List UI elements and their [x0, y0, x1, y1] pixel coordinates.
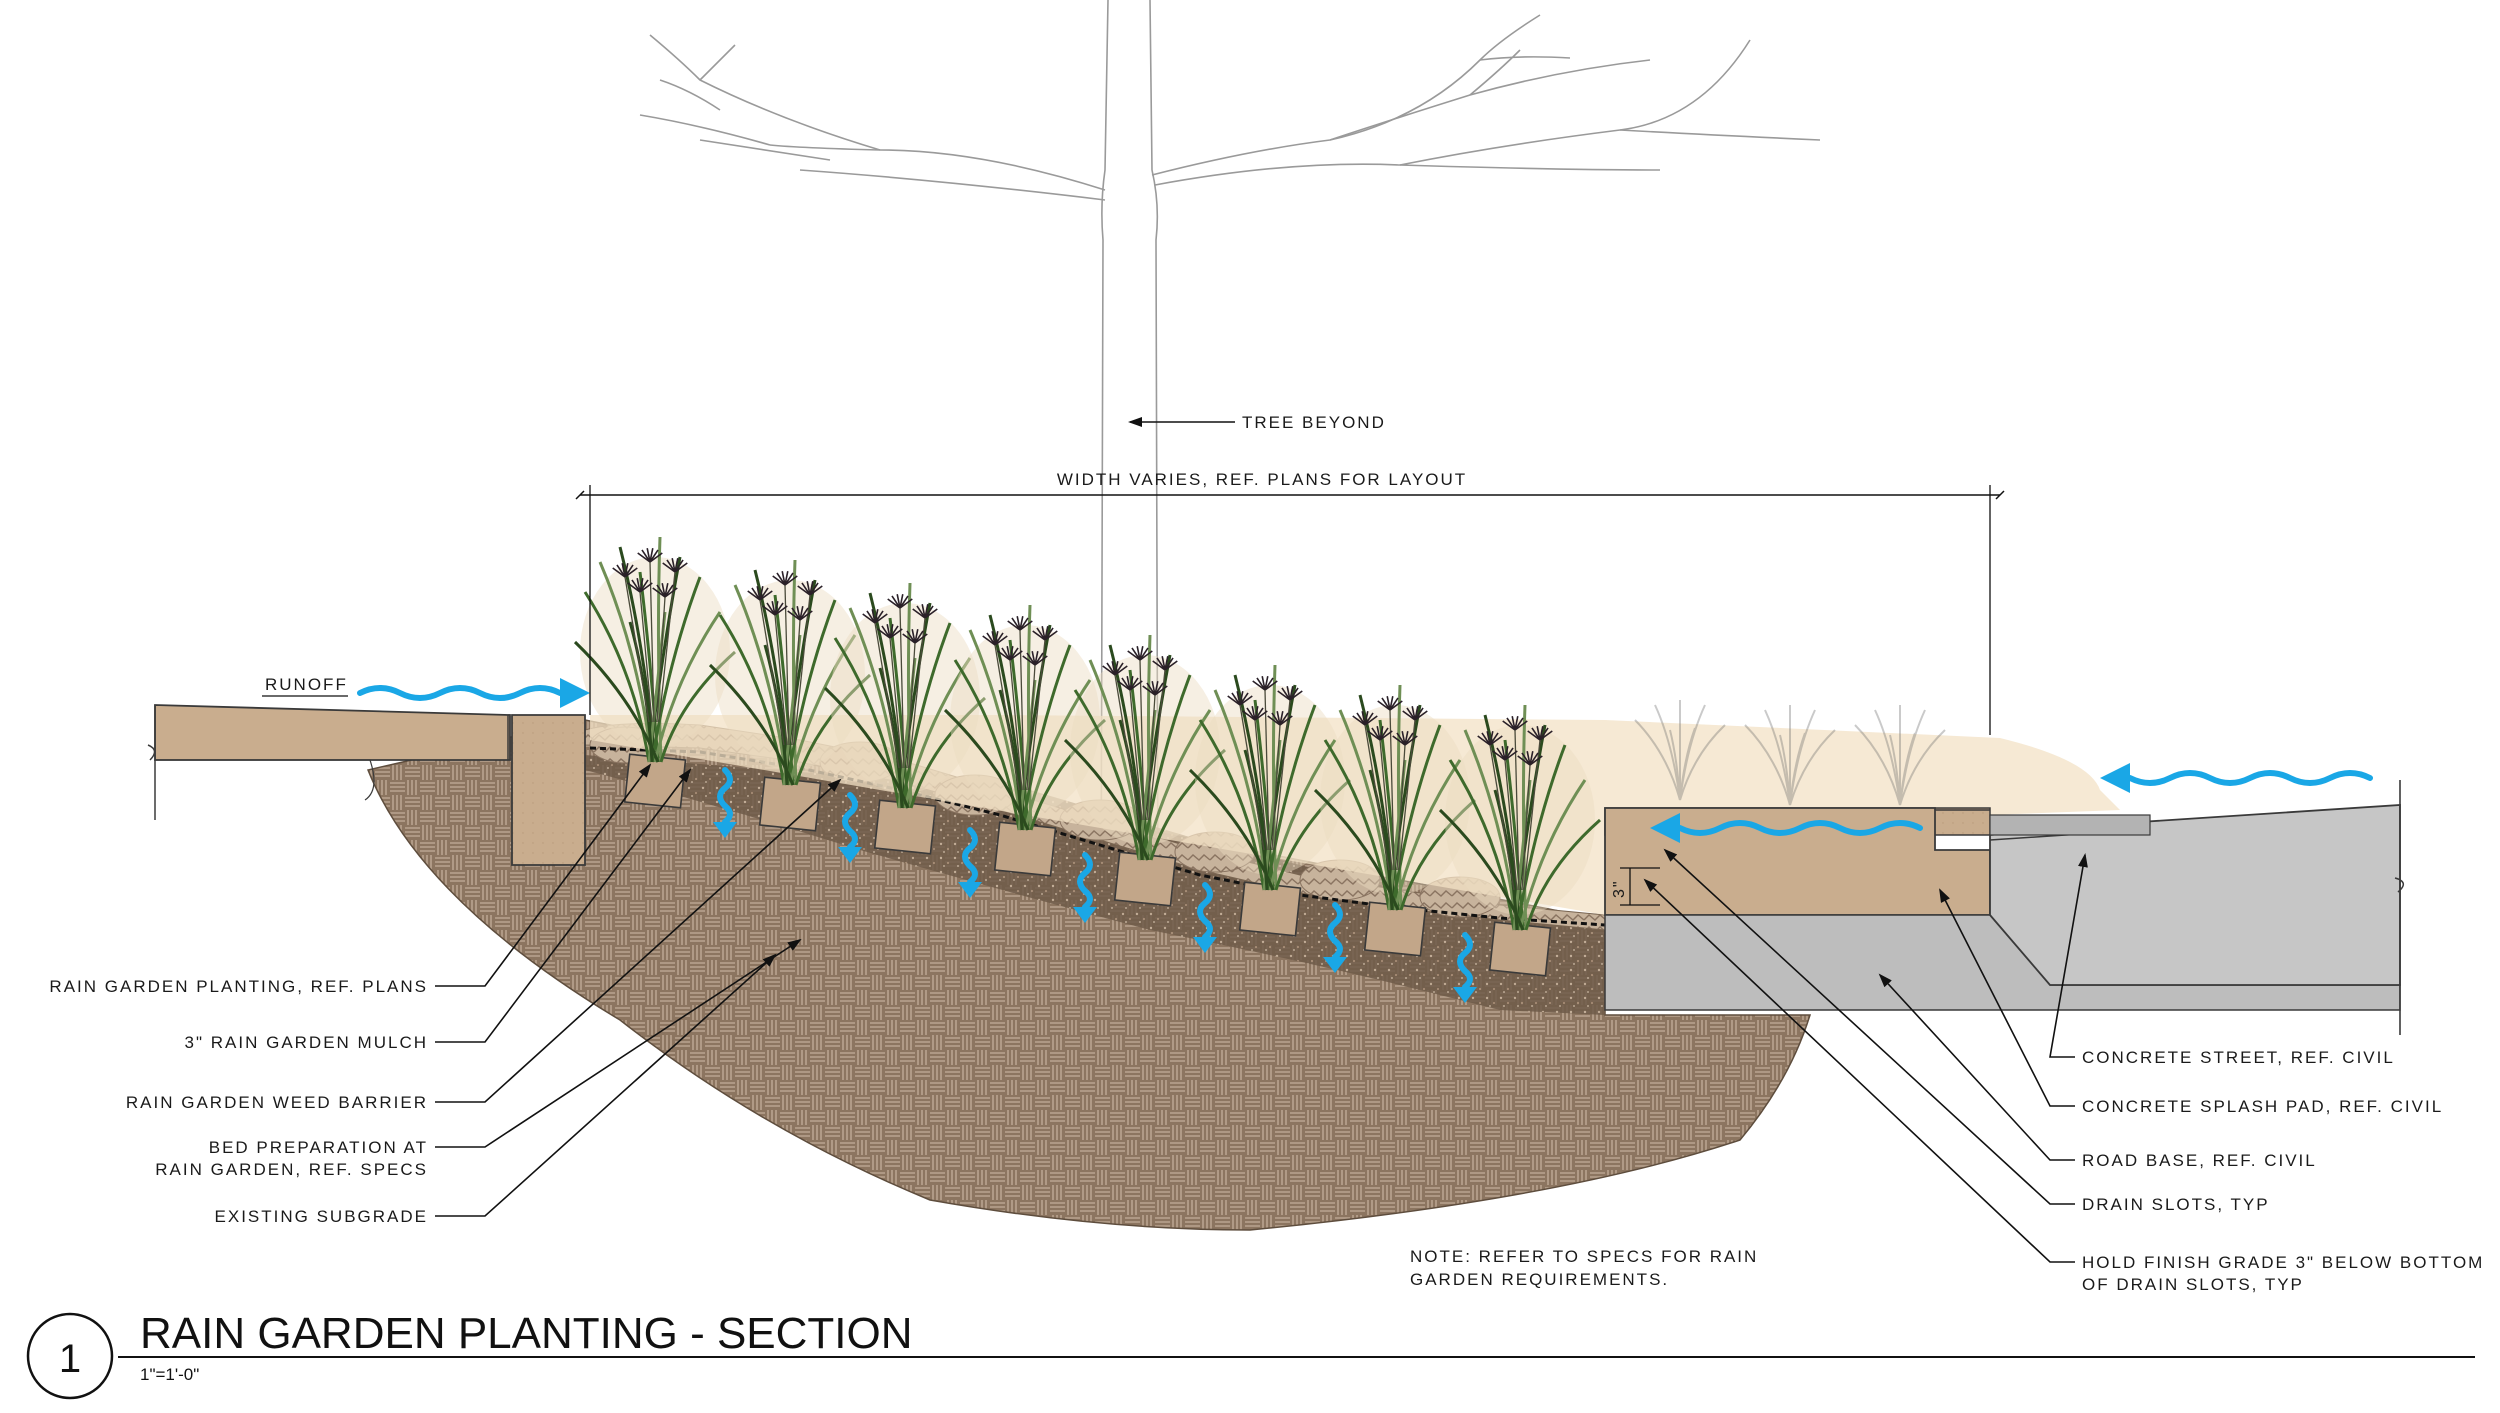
left-callout: EXISTING SUBGRADE [215, 953, 777, 1226]
detail-number: 1 [59, 1337, 81, 1381]
grass-plant-icon [1854, 705, 1946, 806]
note-line-1: NOTE: REFER TO SPECS FOR RAIN [1410, 1247, 1758, 1266]
specs-note: NOTE: REFER TO SPECS FOR RAIN GARDEN REQ… [1410, 1247, 1758, 1289]
left-callout: RAIN GARDEN WEED BARRIER [126, 778, 842, 1112]
grass-plant-icon [823, 582, 986, 855]
right-callout: HOLD FINISH GRADE 3" BELOW BOTTOM OF DRAI… [1643, 878, 2484, 1294]
left-callout: RAIN GARDEN PLANTING, REF. PLANS [49, 763, 652, 996]
water-arrow-icon [357, 685, 563, 701]
right-callout: CONCRETE STREET, REF. CIVIL [2049, 853, 2395, 1067]
grass-plant-icon [1634, 700, 1726, 801]
water-arrow-icon [1073, 852, 1097, 923]
drawing-title: RAIN GARDEN PLANTING - SECTION [140, 1309, 913, 1358]
right-callout: ROAD BASE, REF. CIVIL [1878, 973, 2317, 1170]
existing-subgrade [366, 719, 1812, 1231]
left-callout-text: RAIN GARDEN, REF. SPECS [155, 1160, 428, 1179]
water-arrow-icon [713, 767, 737, 838]
left-callout: BED PREPARATION AT RAIN GARDEN, REF. SPEC… [155, 938, 802, 1179]
right-callouts: CONCRETE STREET, REF. CIVIL CONCRETE SPLA… [1643, 848, 2484, 1294]
tree-beyond-callout: TREE BEYOND [1128, 413, 1386, 432]
right-callout: CONCRETE SPLASH PAD, REF. CIVIL [1939, 888, 2443, 1116]
water-arrow-icon [1453, 932, 1477, 1003]
drawing-scale: 1"=1'-0" [140, 1365, 199, 1384]
left-sidewalk [147, 704, 586, 866]
rain-garden-plants [573, 536, 1946, 977]
note-line-2: GARDEN REQUIREMENTS. [1410, 1270, 1669, 1289]
right-callout-text: HOLD FINISH GRADE 3" BELOW BOTTOM [2082, 1253, 2484, 1272]
width-dimension: WIDTH VARIES, REF. PLANS FOR LAYOUT [575, 470, 2005, 735]
water-arrow-icon [2127, 770, 2373, 786]
grass-plant-icon [1438, 704, 1601, 977]
grass-plant-icon [1188, 664, 1351, 937]
three-inch-dimension: 3" [1611, 867, 1660, 906]
water-arrowheads [560, 678, 2130, 843]
left-callouts: RAIN GARDEN PLANTING, REF. PLANS 3" RAIN … [49, 763, 842, 1226]
left-callout-text: 3" RAIN GARDEN MULCH [185, 1033, 428, 1052]
water-arrow-icon [1193, 882, 1217, 953]
grass-plant-icon [1744, 705, 1836, 806]
right-callout-text: OF DRAIN SLOTS, TYP [2082, 1275, 2304, 1294]
right-callout-text: CONCRETE SPLASH PAD, REF. CIVIL [2082, 1097, 2443, 1116]
right-callout-text: ROAD BASE, REF. CIVIL [2082, 1151, 2317, 1170]
tree-beyond-label: TREE BEYOND [1242, 413, 1386, 432]
three-inch-label: 3" [1611, 879, 1628, 898]
left-callout-text: BED PREPARATION AT [209, 1138, 428, 1157]
detail-number-circle [26, 1312, 114, 1400]
grass-plant-icon [1313, 684, 1476, 957]
water-arrow-icon [958, 827, 982, 898]
left-callout-text: RAIN GARDEN WEED BARRIER [126, 1093, 428, 1112]
left-callout: 3" RAIN GARDEN MULCH [185, 768, 692, 1052]
runoff-label: RUNOFF [265, 675, 348, 694]
weed-barrier-line [589, 746, 1606, 927]
right-callout: DRAIN SLOTS, TYP [1663, 848, 2270, 1214]
width-varies-label: WIDTH VARIES, REF. PLANS FOR LAYOUT [1057, 470, 1467, 489]
left-callout-text: RAIN GARDEN PLANTING, REF. PLANS [49, 977, 428, 996]
tree-trunk-icon [639, 0, 1821, 921]
bed-preparation-soil [585, 755, 1605, 1015]
grass-plant-icon [1063, 634, 1226, 907]
water-arrow-icon [1677, 820, 1923, 836]
right-callout-text: DRAIN SLOTS, TYP [2082, 1195, 2270, 1214]
infiltration-arrows [713, 767, 1477, 1003]
right-street-assembly [1604, 780, 2404, 1035]
water-arrow-icon [838, 792, 862, 863]
runoff-callout: RUNOFF [262, 675, 348, 697]
water-arrows [357, 685, 2373, 836]
water-arrow-icon [1323, 902, 1347, 973]
title-block: 1 RAIN GARDEN PLANTING - SECTION 1"=1'-0… [26, 1309, 2475, 1400]
left-callout-text: EXISTING SUBGRADE [215, 1207, 428, 1226]
grass-plant-icon [708, 559, 871, 832]
right-callout-text: CONCRETE STREET, REF. CIVIL [2082, 1048, 2395, 1067]
